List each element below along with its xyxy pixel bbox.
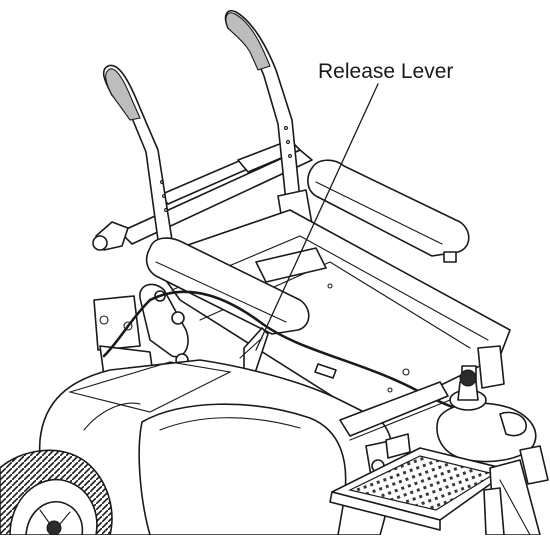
drive-wheel xyxy=(0,449,113,536)
release-lever-label: Release Lever xyxy=(318,60,454,83)
armrest-right xyxy=(307,159,470,263)
callout-leader-line xyxy=(255,83,379,351)
joystick-controller xyxy=(436,369,549,485)
back-cane-left xyxy=(102,64,173,241)
footplate xyxy=(329,447,511,531)
armrest-left xyxy=(145,237,310,335)
base-shroud xyxy=(38,359,451,536)
